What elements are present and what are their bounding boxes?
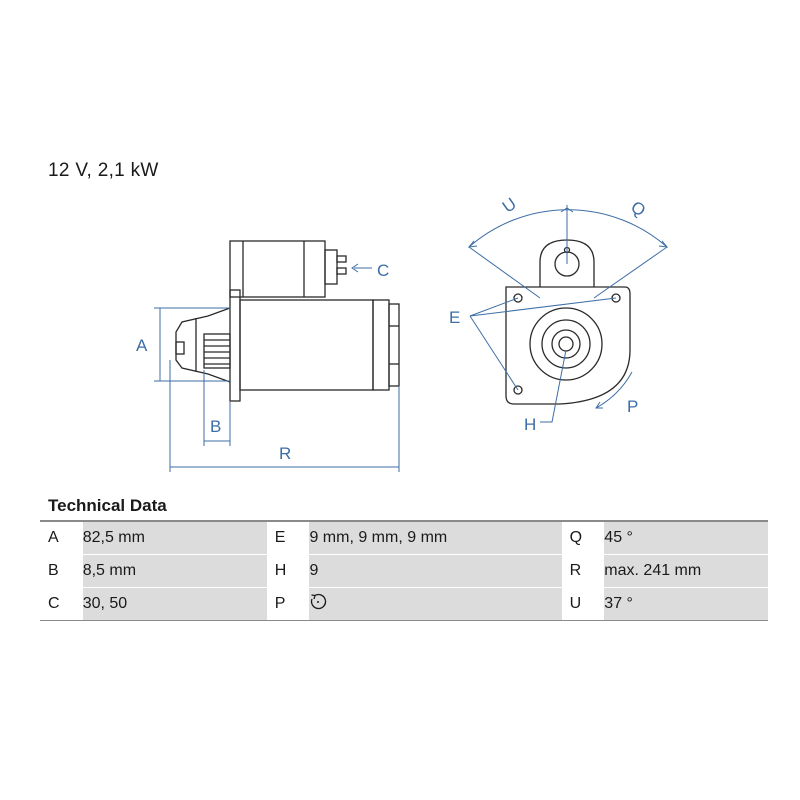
spec-key: H <box>266 554 310 588</box>
side-view-dimensions <box>154 263 400 472</box>
spec-value: 45 ° <box>604 521 768 555</box>
label-R: R <box>279 444 291 463</box>
rotation-direction-icon <box>309 593 327 616</box>
product-title: 12 V, 2,1 kW <box>48 160 159 181</box>
table-row: B 8,5 mm H 9 R max. 241 mm <box>40 554 768 588</box>
starter-side-view <box>175 240 400 402</box>
spec-key: B <box>40 554 83 588</box>
spec-value-icon <box>309 587 562 621</box>
spec-key: P <box>266 587 310 621</box>
technical-data-heading: Technical Data <box>48 496 167 515</box>
label-P: P <box>627 397 638 416</box>
spec-value: 30, 50 <box>82 587 267 621</box>
spec-key: E <box>266 521 310 555</box>
label-A: A <box>136 336 148 355</box>
label-Q: Q <box>627 197 649 220</box>
table-row: A 82,5 mm E 9 mm, 9 mm, 9 mm Q 45 ° <box>40 521 768 555</box>
spec-key: C <box>40 587 83 621</box>
table-row: C 30, 50 P U 37 ° <box>40 587 768 621</box>
label-B: B <box>210 417 221 436</box>
front-view-dimensions <box>467 205 669 423</box>
spec-key: A <box>40 521 83 555</box>
spec-key: U <box>561 587 605 621</box>
label-E: E <box>449 308 460 327</box>
label-C: C <box>377 261 389 280</box>
starter-motor-drawing: A B R C U Q E <box>136 194 669 472</box>
spec-value: 9 mm, 9 mm, 9 mm <box>309 521 562 555</box>
starter-front-view <box>505 239 631 405</box>
label-H: H <box>524 415 536 434</box>
spec-value: 82,5 mm <box>82 521 267 555</box>
spec-value: max. 241 mm <box>604 554 768 588</box>
technical-data-table: A 82,5 mm E 9 mm, 9 mm, 9 mm Q 45 ° B 8,… <box>40 520 768 621</box>
spec-key: Q <box>561 521 605 555</box>
spec-value: 37 ° <box>604 587 768 621</box>
spec-value: 8,5 mm <box>82 554 267 588</box>
spec-value: 9 <box>309 554 562 588</box>
spec-key: R <box>561 554 605 588</box>
label-U: U <box>499 194 520 217</box>
